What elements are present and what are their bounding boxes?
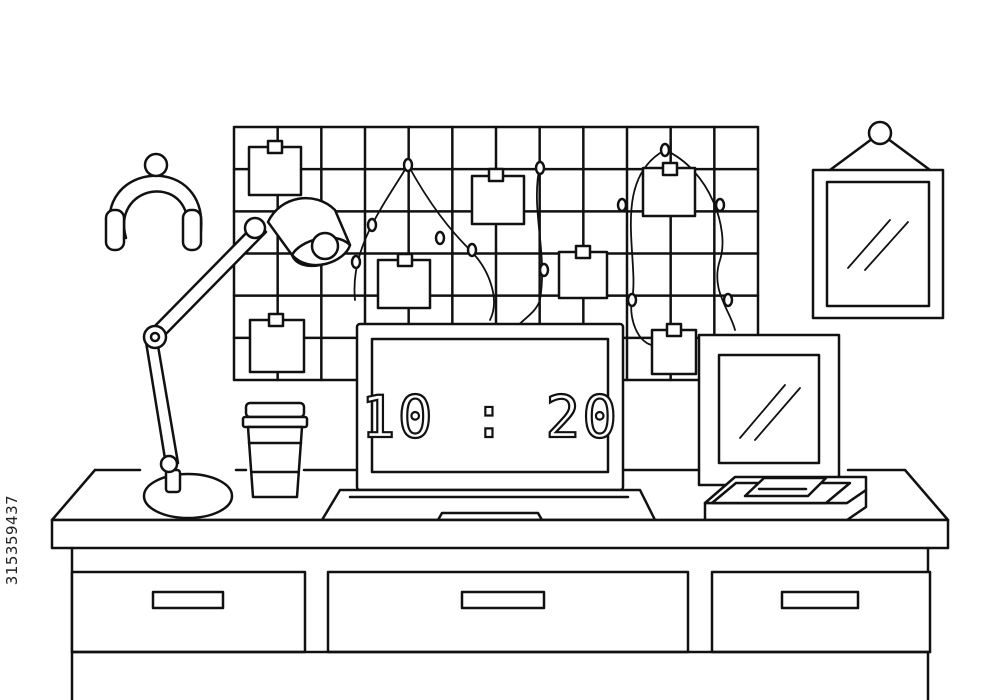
light-bulb xyxy=(659,142,671,158)
light-bulb xyxy=(626,292,638,308)
stock-id-label: 315359437 xyxy=(3,494,21,586)
light-bulb xyxy=(350,254,362,270)
string-lights xyxy=(350,142,736,347)
wall-picture-frame xyxy=(811,120,945,320)
picture-frame-icon xyxy=(697,333,841,487)
coffee-cup-icon xyxy=(241,401,309,499)
books-icon xyxy=(695,475,868,539)
laptop-icon xyxy=(316,322,660,537)
light-bulb xyxy=(402,157,414,173)
desk xyxy=(50,468,950,700)
light-bulb xyxy=(538,262,550,278)
light-bulb xyxy=(366,217,378,233)
light-bulb xyxy=(434,230,446,246)
light-bulb xyxy=(722,292,734,308)
headphones-icon xyxy=(104,152,203,252)
light-bulb xyxy=(616,197,628,213)
desk-lamp-icon xyxy=(142,196,352,520)
laptop-clock-time: 10 : 20 xyxy=(361,383,619,451)
light-bulb xyxy=(714,197,726,213)
sticky-notes xyxy=(247,139,698,376)
light-bulb xyxy=(534,160,546,176)
light-bulb xyxy=(466,242,478,258)
